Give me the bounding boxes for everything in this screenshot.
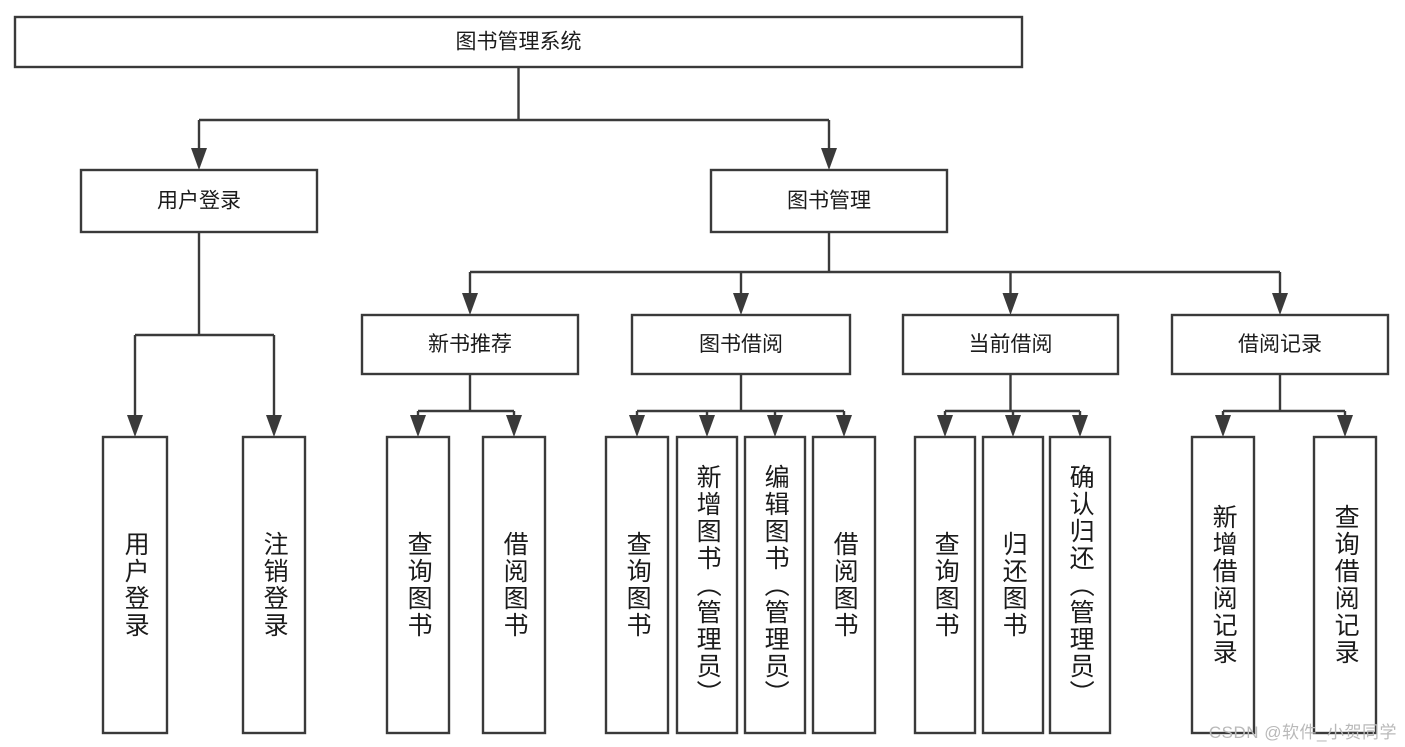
- branch-node-label: 用户登录: [157, 190, 241, 213]
- arrow-head-icon: [836, 415, 852, 437]
- branch-node-box[interactable]: [709, 168, 949, 234]
- arrow-head-icon: [1272, 293, 1288, 315]
- arrow-head-icon: [1072, 415, 1088, 437]
- arrow-head-icon: [937, 415, 953, 437]
- leaf-node-box[interactable]: [811, 435, 877, 735]
- group-node-box[interactable]: [360, 313, 580, 376]
- arrow-head-icon: [821, 148, 837, 170]
- arrow-head-icon: [1005, 415, 1021, 437]
- leaf-node-box[interactable]: [1190, 435, 1256, 735]
- group-node-label: 当前借阅: [969, 333, 1053, 356]
- leaf-node-box[interactable]: [1312, 435, 1378, 735]
- group-node-label: 图书借阅: [699, 333, 783, 356]
- arrow-head-icon: [1215, 415, 1231, 437]
- group-node-label: 新书推荐: [428, 333, 512, 356]
- leaf-node-box[interactable]: [675, 435, 739, 735]
- group-node-box[interactable]: [901, 313, 1120, 376]
- arrow-head-icon: [127, 415, 143, 437]
- arrow-head-icon: [767, 415, 783, 437]
- arrow-head-icon: [266, 415, 282, 437]
- leaf-node-box[interactable]: [241, 435, 307, 735]
- branch-node-label: 图书管理: [787, 190, 871, 213]
- leaf-node-box[interactable]: [385, 435, 451, 735]
- node-box-layer: [13, 15, 1390, 735]
- arrow-head-icon: [410, 415, 426, 437]
- leaf-node-box[interactable]: [481, 435, 547, 735]
- arrow-head-icon: [1002, 293, 1019, 315]
- arrow-head-icon: [506, 415, 522, 437]
- leaf-node-box[interactable]: [1048, 435, 1112, 735]
- leaf-node-box[interactable]: [101, 435, 169, 735]
- group-node-label: 借阅记录: [1238, 333, 1322, 356]
- arrow-head-icon: [733, 293, 749, 315]
- group-node-box[interactable]: [1170, 313, 1390, 376]
- branch-node-box[interactable]: [79, 168, 319, 234]
- group-node-box[interactable]: [630, 313, 852, 376]
- arrow-head-icon: [629, 415, 645, 437]
- leaf-node-box[interactable]: [981, 435, 1045, 735]
- root-node-label: 图书管理系统: [456, 31, 582, 54]
- watermark-text: CSDN @软件_小贺同学: [1208, 723, 1397, 742]
- arrow-head-icon: [191, 148, 207, 170]
- root-node-box[interactable]: [13, 15, 1024, 69]
- arrow-head-icon: [462, 293, 478, 315]
- arrow-head-icon: [1337, 415, 1353, 437]
- leaf-node-box[interactable]: [743, 435, 807, 735]
- leaf-node-box[interactable]: [913, 435, 977, 735]
- connector-layer: [127, 67, 1353, 437]
- leaf-node-box[interactable]: [604, 435, 670, 735]
- arrow-head-icon: [699, 415, 715, 437]
